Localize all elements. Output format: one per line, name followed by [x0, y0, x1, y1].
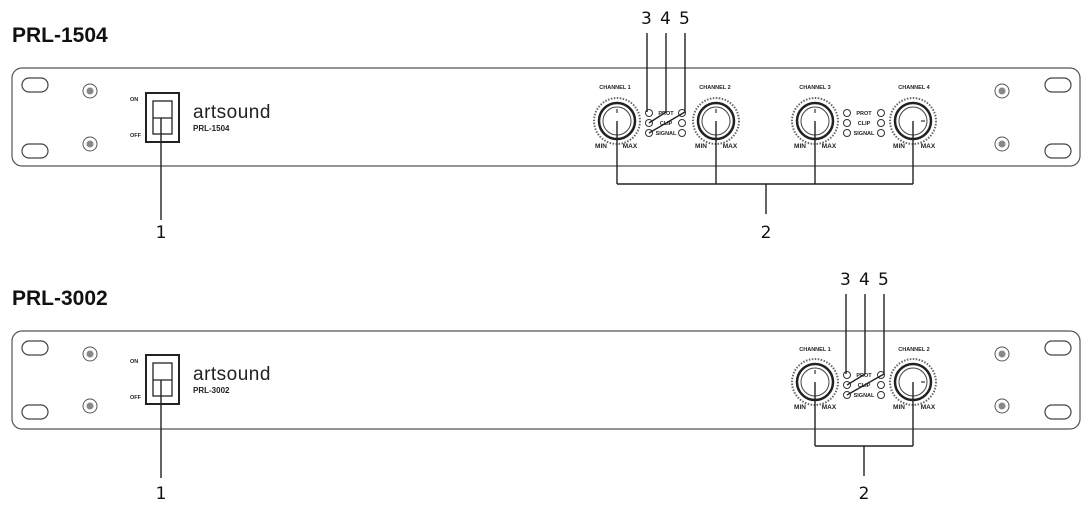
max-label: MAX	[623, 143, 638, 150]
min-label: MIN	[595, 143, 607, 150]
channel-label: CHANNEL 2	[898, 347, 929, 353]
power-switch[interactable]	[145, 92, 180, 143]
led-clip-right	[877, 381, 885, 389]
min-label: MIN	[893, 404, 905, 411]
max-label: MAX	[723, 143, 738, 150]
min-label: MIN	[893, 143, 905, 150]
callout-4: 4	[660, 9, 671, 29]
callout-leader-2	[616, 121, 914, 214]
callout-2: 2	[859, 484, 870, 504]
max-label: MAX	[921, 143, 936, 150]
max-label: MAX	[822, 404, 837, 411]
model-label: PRL-3002	[193, 386, 230, 395]
led-signal-right	[678, 129, 686, 137]
min-label: MIN	[794, 404, 806, 411]
rack-slot	[1044, 340, 1072, 356]
channel-label: CHANNEL 2	[699, 85, 730, 91]
screw-icon	[82, 136, 98, 152]
channel-label: CHANNEL 4	[898, 85, 930, 91]
channel-label: CHANNEL 1	[599, 85, 630, 91]
callout-1: 1	[156, 223, 167, 243]
callout-3: 3	[840, 270, 851, 290]
rack-slot	[21, 77, 49, 93]
callout-5: 5	[679, 9, 690, 29]
model-label: PRL-1504	[193, 124, 230, 133]
unit2-title: PRL-3002	[12, 287, 108, 310]
rack-panel	[11, 330, 1081, 430]
screw-icon	[994, 398, 1010, 414]
rack-slot	[21, 340, 49, 356]
unit2-diagram: 3 4 5 ON OFF artsound PRL-3002 CHANNEL 1…	[11, 270, 1081, 504]
rack-panel	[11, 67, 1081, 167]
led-signal-label: SIGNAL	[656, 131, 677, 137]
callout-3: 3	[641, 9, 652, 29]
screw-icon	[82, 346, 98, 362]
power-switch[interactable]	[145, 354, 180, 405]
callout-leader-2	[814, 382, 914, 476]
brand-logo: artsound	[193, 364, 271, 385]
switch-on-label: ON	[130, 359, 138, 365]
led-prot-label: PROT	[856, 111, 872, 117]
led-signal-left	[843, 129, 851, 137]
callout-2: 2	[761, 223, 772, 243]
led-prot-right	[877, 109, 885, 117]
callout-5: 5	[878, 270, 889, 290]
rack-slot	[1044, 77, 1072, 93]
max-label: MAX	[822, 143, 837, 150]
unit1-diagram: 3 4 5 ON OFF artsound PRL-1504 CHANNEL 1…	[11, 9, 1081, 243]
screw-icon	[994, 83, 1010, 99]
led-signal-right	[877, 129, 885, 137]
rack-slot	[21, 404, 49, 420]
unit1-title: PRL-1504	[12, 24, 108, 47]
led-signal-label: SIGNAL	[854, 393, 875, 399]
rack-slot	[1044, 404, 1072, 420]
led-clip-label: CLIP	[660, 121, 673, 127]
min-label: MIN	[794, 143, 806, 150]
led-clip-left	[843, 119, 851, 127]
brand-logo: artsound	[193, 102, 271, 123]
callout-1: 1	[156, 484, 167, 504]
led-prot-left	[843, 109, 851, 117]
led-prot-left	[843, 371, 851, 379]
channel-label: CHANNEL 1	[799, 347, 830, 353]
led-signal-right	[877, 391, 885, 399]
rack-slot	[21, 143, 49, 159]
led-prot-label: PROT	[658, 111, 674, 117]
callout-leaders-345	[646, 33, 686, 134]
switch-on-label: ON	[130, 97, 138, 103]
led-signal-label: SIGNAL	[854, 131, 875, 137]
screw-icon	[994, 136, 1010, 152]
switch-off-label: OFF	[130, 133, 142, 139]
channel-label: CHANNEL 3	[799, 85, 830, 91]
callout-leaders-345	[845, 294, 885, 396]
max-label: MAX	[921, 404, 936, 411]
screw-icon	[82, 398, 98, 414]
screw-icon	[994, 346, 1010, 362]
switch-off-label: OFF	[130, 395, 142, 401]
callout-4: 4	[859, 270, 870, 290]
led-prot-label: PROT	[856, 373, 872, 379]
led-clip-right	[877, 119, 885, 127]
screw-icon	[82, 83, 98, 99]
led-clip-right	[678, 119, 686, 127]
min-label: MIN	[695, 143, 707, 150]
led-clip-label: CLIP	[858, 121, 871, 127]
rack-slot	[1044, 143, 1072, 159]
